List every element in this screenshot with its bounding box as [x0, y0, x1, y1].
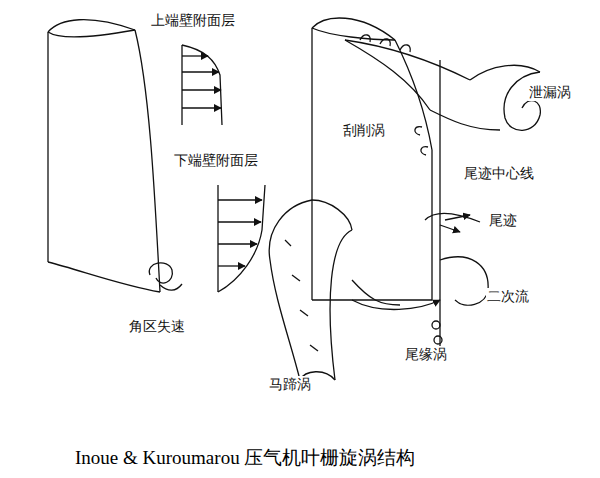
vortex-label: 马蹄涡: [268, 376, 312, 393]
vortex-label: 尾迹中心线: [463, 165, 535, 182]
lower-boundary-profile: [218, 185, 265, 292]
horseshoe-vortex: [269, 200, 400, 380]
vortex-label: 尾迹: [488, 212, 518, 229]
vortex-label: 角区失速: [128, 318, 186, 335]
secondary-flow: [352, 257, 488, 310]
vortex-label: 泄漏涡: [528, 84, 572, 101]
figure-caption: Inoue & Kuroumarou 压气机叶栅旋涡结构: [75, 447, 415, 470]
wake: [425, 60, 480, 360]
vortex-label: 二次流: [486, 288, 530, 305]
right-blade: [312, 18, 432, 300]
upper-boundary-profile: [182, 45, 222, 125]
leakage-vortex: [430, 65, 540, 130]
vortex-label: 尾缘涡: [404, 346, 448, 363]
vortex-label: 上端壁附面层: [150, 12, 236, 29]
vortex-label: 刮削涡: [342, 122, 386, 139]
left-blade: [48, 20, 182, 292]
vortex-label: 下端壁附面层: [173, 152, 259, 169]
